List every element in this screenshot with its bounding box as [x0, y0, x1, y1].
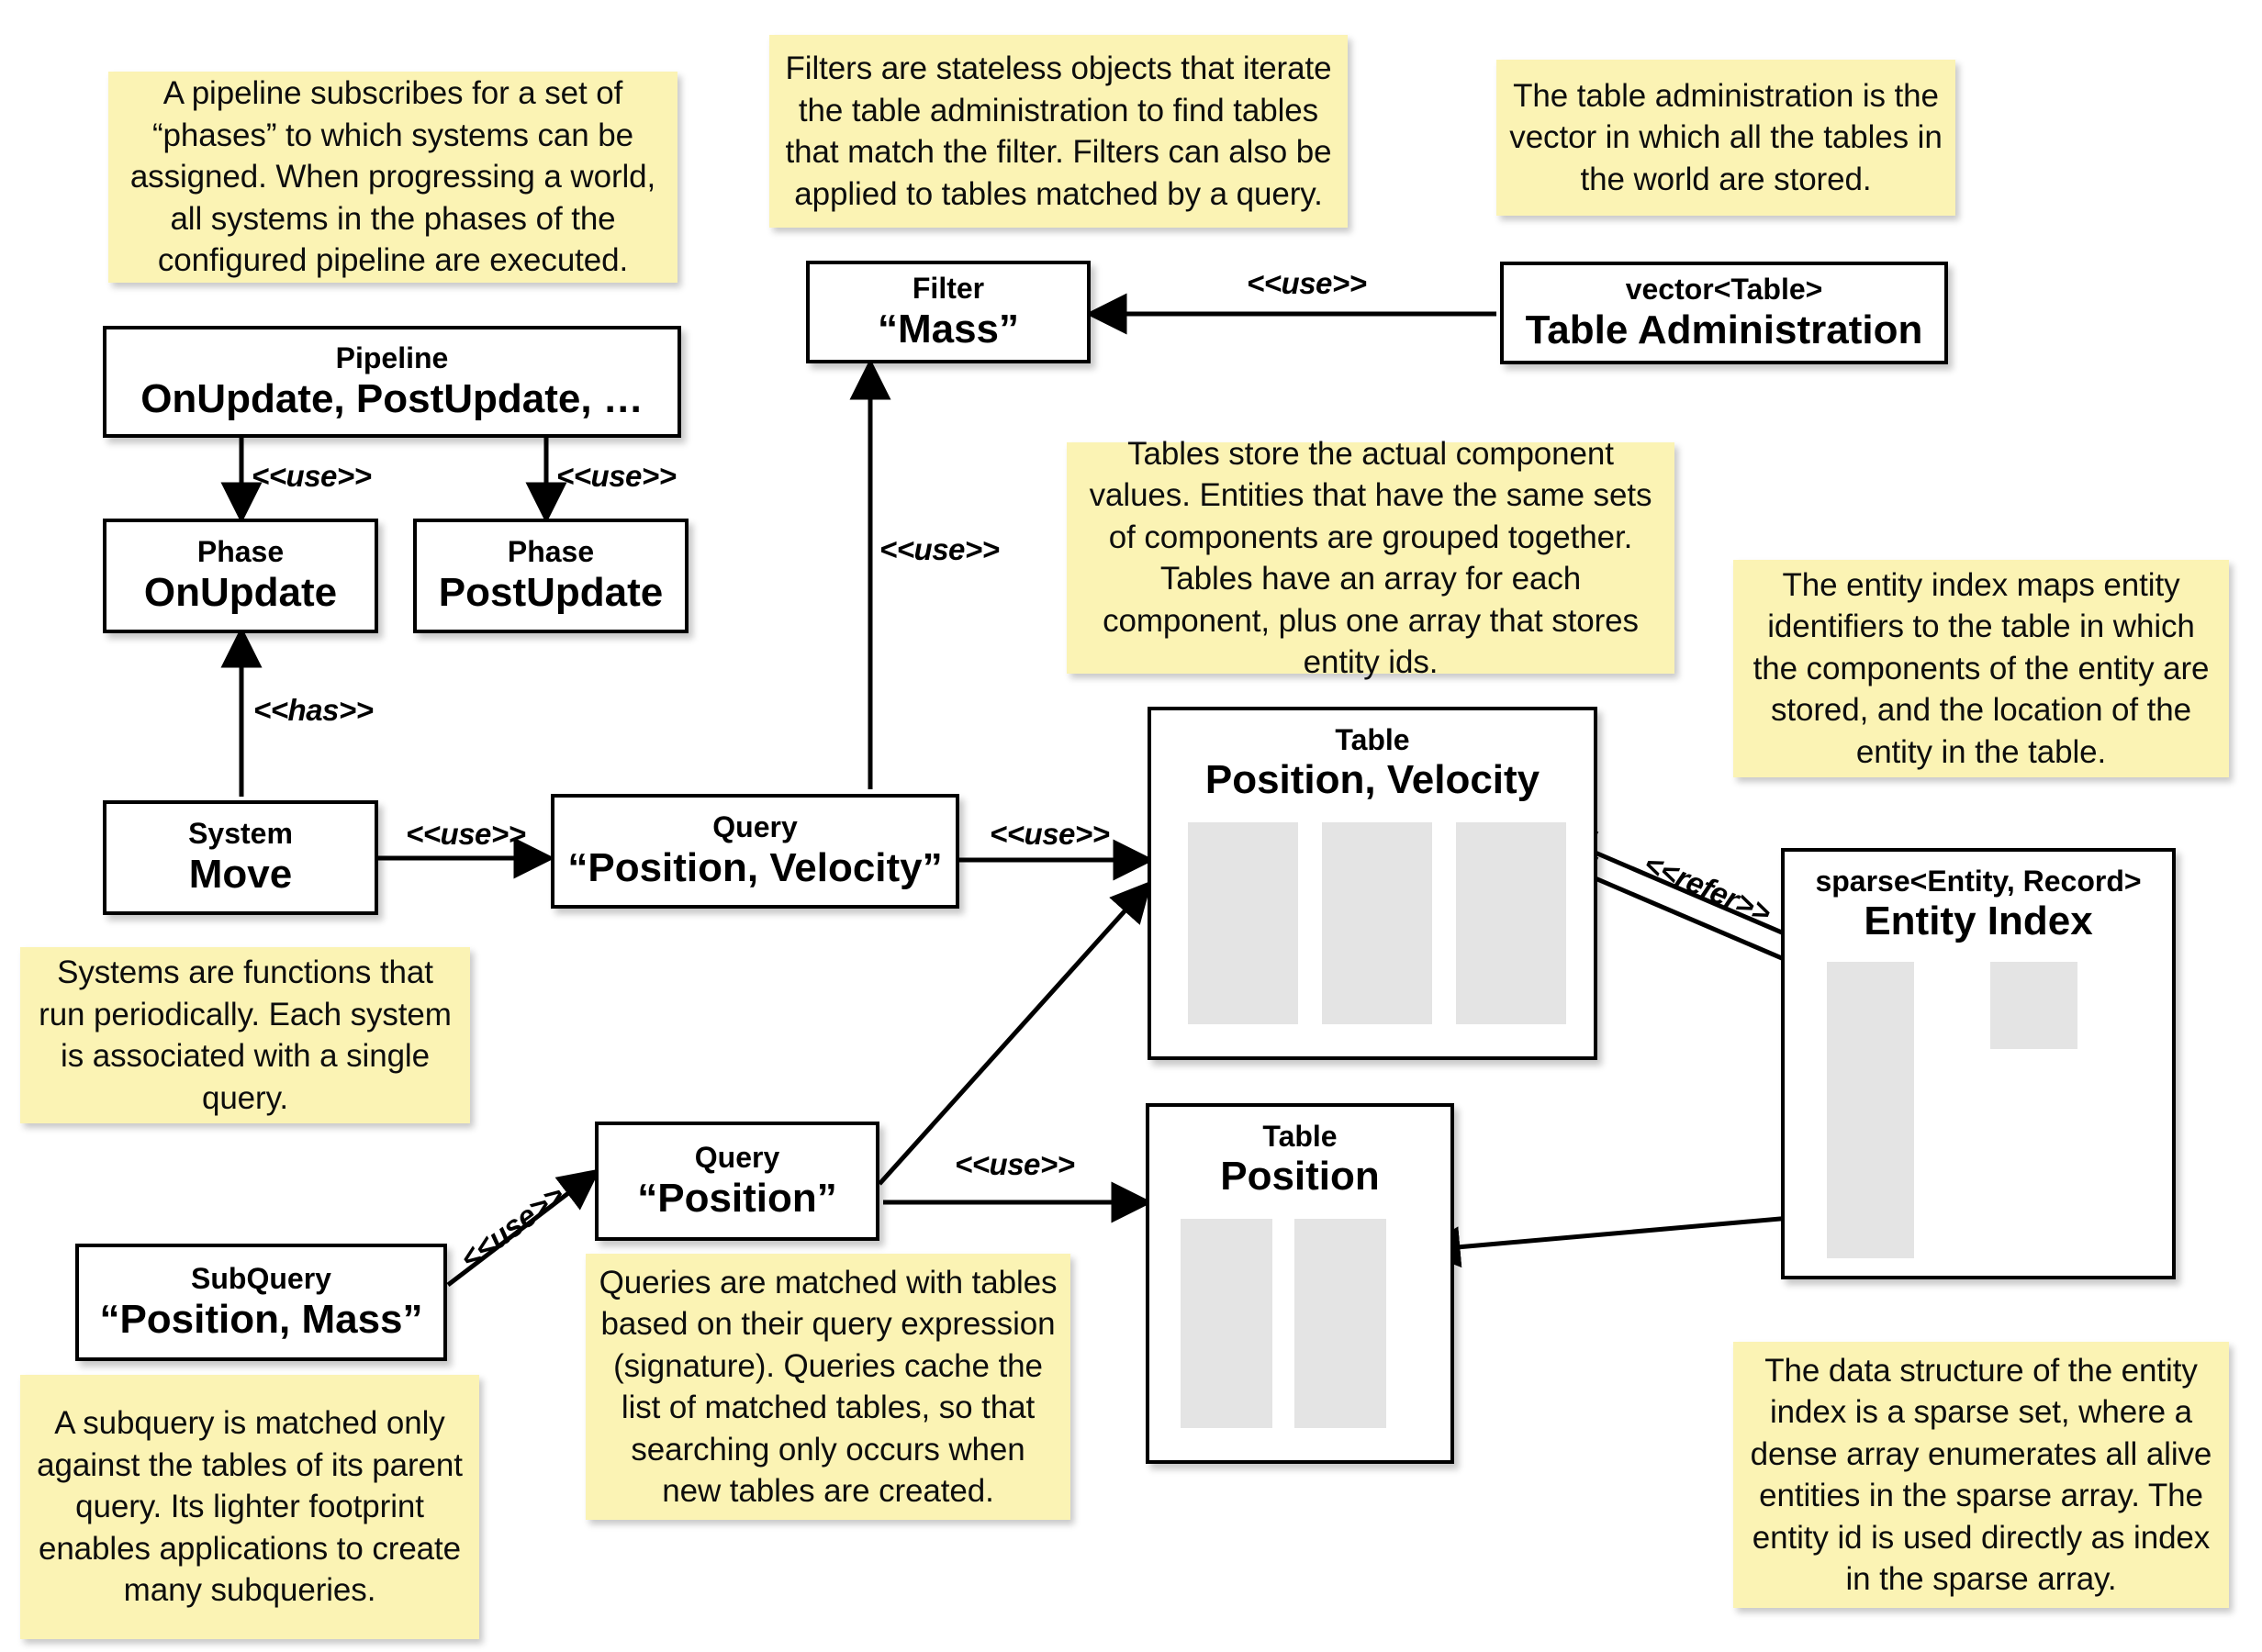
- node-subquery-name: “Position, Mass”: [99, 1296, 423, 1342]
- node-query-position-stereotype: Query: [694, 1140, 780, 1174]
- node-table-administration-name: Table Administration: [1525, 307, 1923, 352]
- edge-label-querypos-uses-table: <<use>>: [955, 1147, 1075, 1181]
- node-filter-mass-stereotype: Filter: [912, 271, 985, 305]
- node-table-position[interactable]: Table Position: [1146, 1103, 1454, 1464]
- node-query-position-name: “Position”: [637, 1175, 837, 1221]
- node-subquery-stereotype: SubQuery: [191, 1261, 331, 1295]
- table-column: [1181, 1219, 1272, 1428]
- note-pipeline: A pipeline subscribes for a set of “phas…: [108, 72, 677, 283]
- node-table-position-velocity[interactable]: Table Position, Velocity: [1148, 707, 1597, 1060]
- note-tables: Tables store the actual component values…: [1067, 436, 1674, 680]
- edge-label-system-uses-query: <<use>>: [406, 817, 526, 851]
- node-pipeline-name: OnUpdate, PostUpdate, …: [140, 375, 644, 421]
- note-systems: Systems are functions that run periodica…: [20, 947, 470, 1123]
- node-table-administration[interactable]: vector<Table> Table Administration: [1500, 262, 1948, 364]
- node-table-position-name: Position: [1220, 1153, 1380, 1199]
- node-entity-index-header: sparse<Entity, Record> Entity Index: [1785, 852, 2172, 943]
- node-entity-index-stereotype: sparse<Entity, Record>: [1815, 865, 2142, 898]
- edge-label-subquery-uses-query: <<use>>: [454, 1178, 571, 1276]
- node-system-move-stereotype: System: [188, 817, 293, 851]
- node-table-administration-stereotype: vector<Table>: [1625, 272, 1823, 306]
- node-query-position-velocity-name: “Position, Velocity”: [567, 845, 943, 891]
- note-entity-index: The entity index maps entity identifiers…: [1733, 560, 2229, 777]
- node-filter-mass[interactable]: Filter “Mass”: [806, 261, 1091, 363]
- node-table-position-velocity-stereotype: Table: [1335, 723, 1410, 756]
- node-query-position-velocity-stereotype: Query: [712, 810, 798, 844]
- node-filter-mass-name: “Mass”: [877, 306, 1020, 352]
- entity-index-sparse-array: [1827, 962, 1914, 1258]
- node-phase-onupdate[interactable]: Phase OnUpdate: [103, 519, 378, 633]
- edge-label-entityindex-refer: <<refer>>: [1639, 846, 1776, 931]
- node-phase-postupdate-stereotype: Phase: [507, 535, 595, 569]
- node-subquery-position-mass[interactable]: SubQuery “Position, Mass”: [75, 1244, 447, 1361]
- node-entity-index-name: Entity Index: [1864, 898, 2093, 943]
- node-pipeline-stereotype: Pipeline: [335, 340, 449, 374]
- edge-label-query-uses-filter: <<use>>: [879, 532, 1000, 566]
- edge-label-system-has-phase: <<has>>: [253, 693, 374, 727]
- table-column: [1322, 822, 1432, 1024]
- node-phase-postupdate-name: PostUpdate: [438, 570, 664, 616]
- edge-label-query-uses-table: <<use>>: [990, 817, 1110, 851]
- node-table-position-stereotype: Table: [1262, 1120, 1338, 1153]
- note-subquery: A subquery is matched only against the t…: [20, 1375, 479, 1639]
- node-phase-onupdate-stereotype: Phase: [196, 535, 285, 569]
- table-column: [1294, 1219, 1386, 1428]
- note-sparse-set: The data structure of the entity index i…: [1733, 1342, 2229, 1608]
- note-queries: Queries are matched with tables based on…: [586, 1254, 1070, 1520]
- node-pipeline[interactable]: Pipeline OnUpdate, PostUpdate, …: [103, 326, 681, 438]
- edge-querypos-tablepv: [878, 880, 1153, 1186]
- node-entity-index[interactable]: sparse<Entity, Record> Entity Index: [1781, 848, 2176, 1279]
- node-phase-postupdate[interactable]: Phase PostUpdate: [413, 519, 689, 633]
- note-table-administration: The table administration is the vector i…: [1496, 60, 1955, 216]
- table-column: [1188, 822, 1298, 1024]
- entity-index-dense-array: [1990, 962, 2077, 1049]
- node-query-position[interactable]: Query “Position”: [595, 1122, 879, 1241]
- node-table-position-velocity-name: Position, Velocity: [1204, 756, 1540, 802]
- node-table-position-velocity-header: Table Position, Velocity: [1151, 710, 1594, 802]
- note-filter: Filters are stateless objects that itera…: [769, 35, 1348, 228]
- edge-label-tableadmin-uses-filter: <<use>>: [1247, 266, 1367, 300]
- table-column: [1456, 822, 1566, 1024]
- node-table-position-header: Table Position: [1149, 1107, 1450, 1199]
- node-system-move[interactable]: System Move: [103, 800, 378, 915]
- table-position-velocity-columns: [1188, 822, 1566, 1024]
- node-phase-onupdate-name: OnUpdate: [143, 570, 338, 616]
- edge-label-pipeline-onupdate: <<use>>: [252, 459, 372, 493]
- edge-label-pipeline-postupdate: <<use>>: [556, 459, 677, 493]
- node-query-position-velocity[interactable]: Query “Position, Velocity”: [551, 794, 959, 909]
- table-position-columns: [1181, 1219, 1427, 1428]
- node-system-move-name: Move: [188, 852, 293, 898]
